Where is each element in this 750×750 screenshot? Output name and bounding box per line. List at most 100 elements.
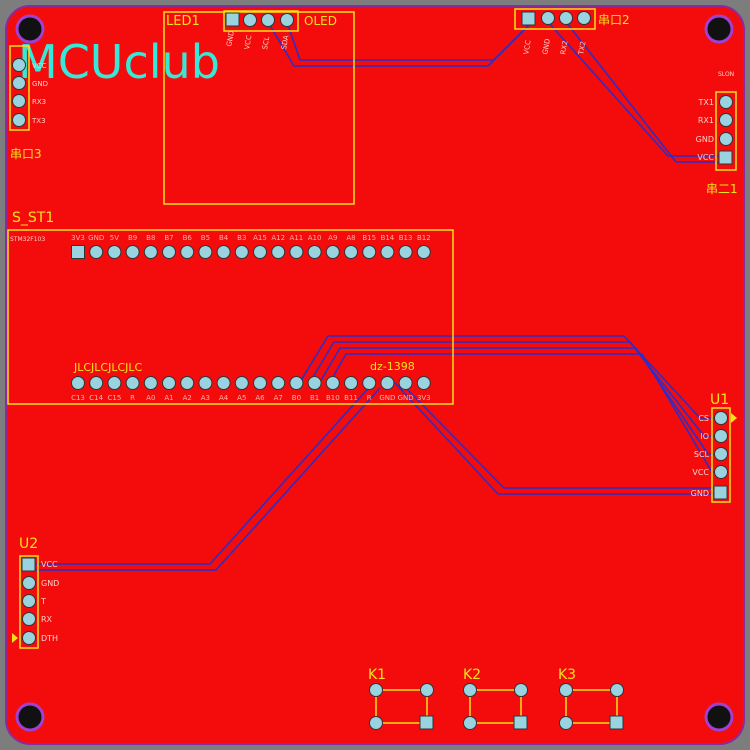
stm32-module: S_ST1 STM32F103 JLCJLCJLCJLC dz-1398 3V3… (7, 210, 454, 405)
oled-pin-label: SCL (261, 36, 271, 51)
stm32-pad (143, 376, 158, 390)
stm32-pad (253, 245, 267, 259)
stm32-pin-label: B11 (344, 394, 358, 402)
stm32-pad (289, 376, 304, 390)
stm32-pin-label: C14 (89, 394, 103, 402)
stm32-pin-label: B0 (292, 394, 301, 402)
stm32-pad (253, 376, 267, 390)
stm32-pin-label: A7 (274, 394, 283, 402)
uart2-pin-label: GND (541, 38, 552, 55)
stm32-pin-label: B7 (164, 234, 173, 242)
stm32-pin-label: B14 (381, 234, 395, 242)
u1-ref: U1 (710, 392, 729, 408)
u1-pin-label: GND (691, 489, 709, 498)
oled-pad (280, 13, 294, 27)
stm32-pin-label: A0 (146, 394, 155, 402)
stm32-pin-label: A6 (255, 394, 265, 402)
stm32-pad (271, 245, 286, 259)
stm32-pin-label: A2 (183, 394, 192, 402)
stm32-pad (380, 245, 395, 259)
stm32-pin-label: R (367, 394, 372, 402)
stm32-pin-label: A11 (290, 234, 304, 242)
uart2-pin-label: RX2 (559, 40, 569, 55)
stm32-pin-label: GND (379, 394, 395, 402)
u2-pin-label: GND (41, 579, 59, 588)
u2-header: U2 VCC GND T RX DTH (12, 536, 59, 649)
stm32-pad (180, 376, 195, 390)
uart3-pin-label: RX3 (32, 98, 46, 106)
stm32-pin-label: C13 (71, 394, 85, 402)
mounting-holes (15, 14, 734, 732)
uart3-pin-label: TX3 (31, 117, 46, 125)
switch-k1: K1 (368, 667, 434, 730)
switch-ref: K1 (368, 667, 386, 683)
uart2-header: 串口2 VCC GND RX2 TX2 (514, 8, 630, 57)
stm32-pin-label: B1 (310, 394, 319, 402)
stm32-pad (216, 376, 231, 390)
uart1-ref: 串二1 (706, 182, 738, 196)
oled-ref: LED1 (166, 14, 200, 29)
u2-ref: U2 (19, 536, 38, 552)
stm32-pin-label: GND (398, 394, 414, 402)
oled-pin-label: SDA (280, 34, 290, 50)
logo: MCUclub (18, 35, 220, 89)
stm32-pad (71, 376, 85, 390)
stm32-pad (198, 376, 213, 390)
uart1-pin-label: VCC (697, 153, 714, 162)
stm32-pin-label: A8 (346, 234, 355, 242)
stm32-pin-label: B3 (237, 234, 246, 242)
switch-k2: K2 (463, 667, 528, 730)
stm32-pad (416, 245, 431, 259)
uart1-pin-label: RX1 (698, 116, 714, 125)
stm32-pin-label: A3 (201, 394, 210, 402)
stm32-pin-label: GND (88, 234, 104, 242)
stm32-pin-label: B8 (146, 234, 155, 242)
stm32-pin-label: C15 (108, 394, 122, 402)
stm32-pad (198, 245, 213, 259)
stm32-pad (234, 376, 249, 390)
stm32-pad (107, 376, 122, 390)
stm32-pad (325, 376, 340, 390)
stm32-pad (325, 245, 340, 259)
stm32-text-2: dz-1398 (370, 360, 415, 373)
u1-pin-label: CS (698, 414, 709, 423)
stm32-ref: S_ST1 (12, 210, 54, 226)
stm32-pad (344, 376, 358, 390)
stm32-pin-label: 5V (110, 234, 119, 242)
stm32-pad (362, 376, 377, 390)
stm32-pad (271, 376, 286, 390)
stm32-pad (398, 376, 413, 390)
stm32-pad (362, 245, 377, 259)
uart1-header: SLON TX1 RX1 GND VCC 串二1 (696, 71, 738, 196)
u1-header: U1 CS IO SCL VCC GND (691, 392, 737, 503)
stm32-pad (216, 245, 231, 259)
board-outline (5, 5, 745, 745)
stm32-pad (89, 376, 104, 390)
stm32-pad (289, 245, 304, 259)
stm32-pin-label: A4 (219, 394, 229, 402)
stm32-pad (380, 376, 395, 390)
switch-ref: K3 (558, 667, 576, 683)
stm32-pad (180, 245, 195, 259)
stm32-pin-label: B4 (219, 234, 229, 242)
u2-pin-label: DTH (41, 634, 58, 643)
oled-pin-label: VCC (243, 34, 253, 50)
stm32-pin-label: B6 (183, 234, 193, 242)
uart1-header-text: SLON (718, 71, 734, 78)
stm32-pin-label: 3V3 (71, 234, 85, 242)
uart3-pin-label: VCC (32, 62, 47, 70)
stm32-pad (125, 245, 140, 259)
u2-pin-label: RX (41, 615, 53, 624)
stm32-pin-label: A12 (271, 234, 285, 242)
stm32-pad (125, 376, 140, 390)
uart2-pin-label: TX2 (577, 41, 587, 57)
stm32-pad (398, 245, 413, 259)
oled-pin-label: GND (225, 30, 236, 47)
stm32-pad (143, 245, 158, 259)
oled-name: OLED (304, 14, 337, 28)
stm32-pin-label: A5 (237, 394, 246, 402)
uart2-pin-label: VCC (522, 39, 532, 55)
